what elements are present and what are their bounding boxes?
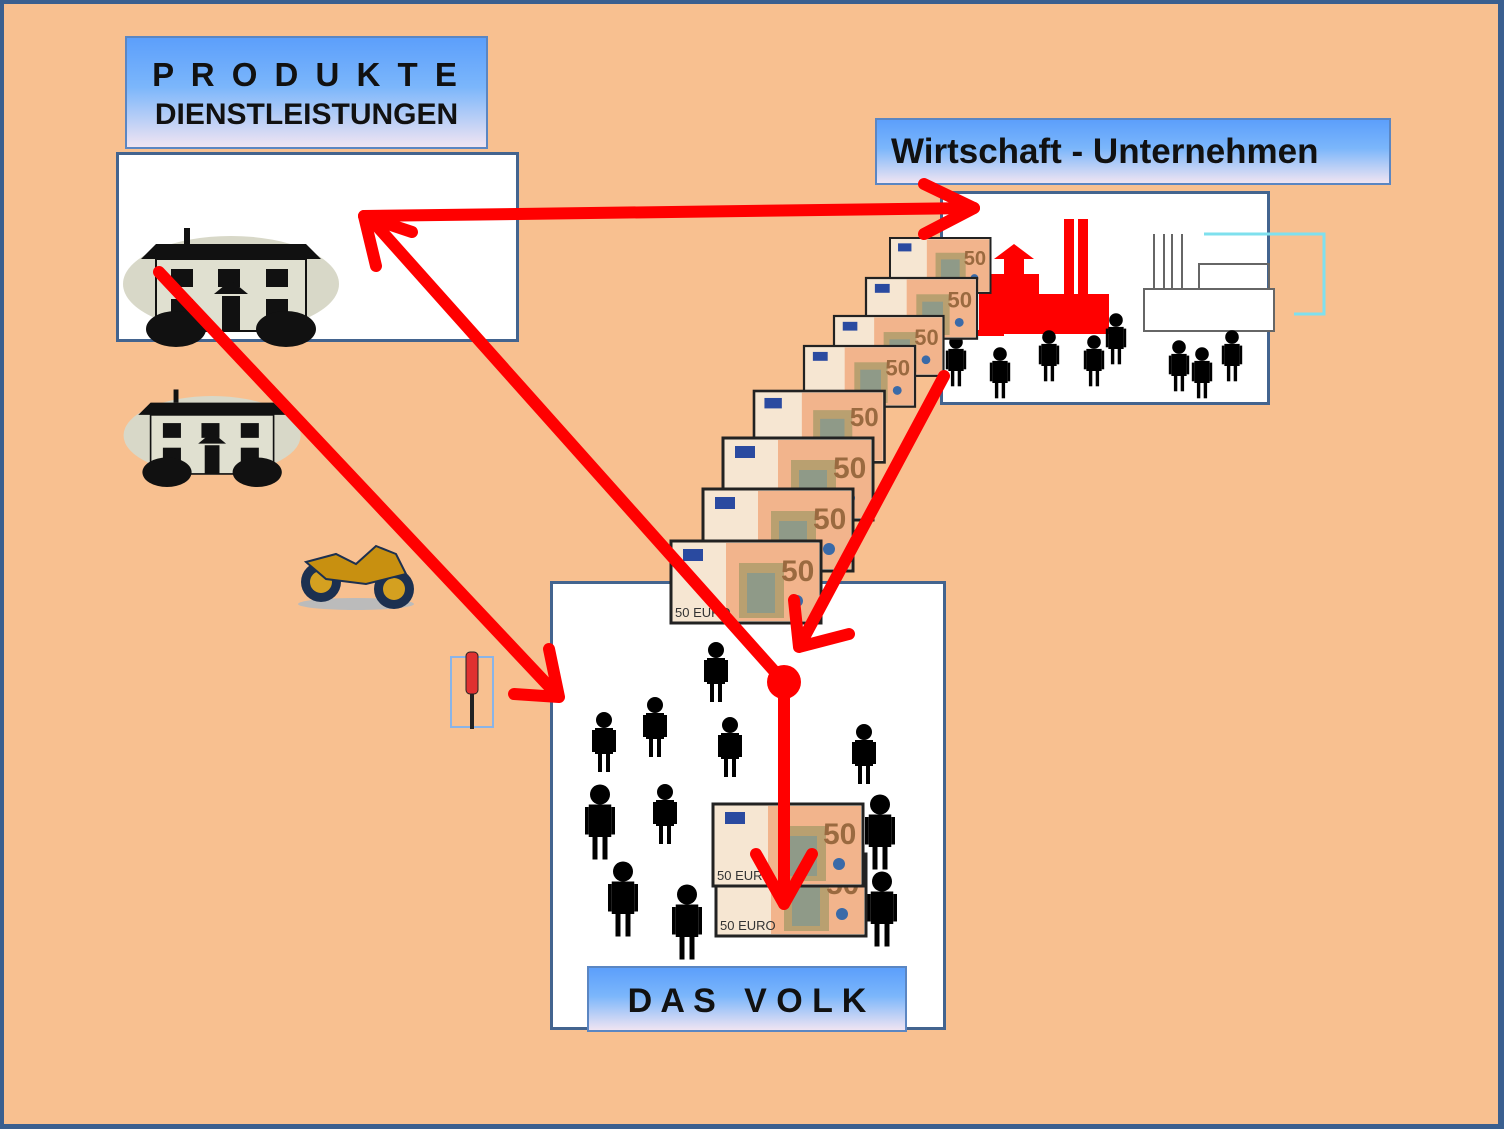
arrowhead-economy bbox=[918, 178, 980, 240]
products-label: P R O D U K T E DIENSTLEISTUNGEN bbox=[125, 36, 488, 149]
products-title: P R O D U K T E bbox=[152, 56, 461, 93]
junction-dot bbox=[767, 665, 801, 699]
screwdriver-icon bbox=[450, 651, 494, 729]
factory-icon bbox=[1143, 232, 1326, 332]
arrow-economy-people bbox=[788, 370, 950, 653]
arrow-into-people bbox=[750, 676, 818, 910]
economy-title: Wirtschaft - Unternehmen bbox=[891, 132, 1319, 171]
house-icon bbox=[122, 227, 340, 348]
flow-arrows bbox=[153, 178, 980, 910]
diagram-canvas: P R O D U K T E DIENSTLEISTUNGEN Wirtsch… bbox=[4, 4, 1498, 1124]
diagram-graphics: 50 50 EURO bbox=[122, 178, 1326, 960]
motorcycle-icon bbox=[298, 544, 414, 610]
house-icon bbox=[122, 388, 302, 488]
arrow-people-products bbox=[362, 210, 790, 688]
people-label: D A S V O L K bbox=[587, 966, 907, 1032]
economy-label: Wirtschaft - Unternehmen bbox=[875, 118, 1391, 185]
arrow-products-people bbox=[153, 266, 565, 703]
arrow-products-economy bbox=[358, 202, 980, 222]
people-title: D A S V O L K bbox=[627, 982, 867, 1020]
services-title: DIENSTLEISTUNGEN bbox=[154, 98, 459, 131]
factory-icon bbox=[964, 219, 1109, 336]
